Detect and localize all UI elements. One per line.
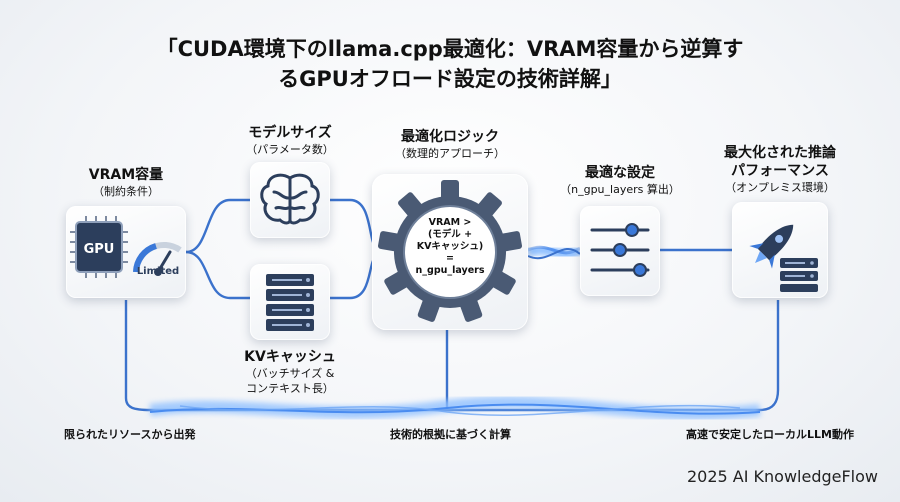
model-size-label: モデルサイズ （パラメータ数） — [230, 124, 350, 157]
caption-right: 高速で安定したローカルLLM動作 — [686, 428, 854, 441]
performance-title-2: パフォーマンス — [731, 163, 829, 179]
logic-label: 最適化ロジック （数理的アプローチ） — [370, 128, 530, 161]
rocket-icon — [749, 224, 818, 292]
title-line-1: 「CUDA環境下のllama.cpp最適化：VRAM容量から逆算す — [156, 37, 744, 61]
energy-beam — [526, 244, 583, 260]
vram-title: VRAM容量 — [88, 167, 164, 183]
formula-line-4: = — [446, 253, 454, 264]
settings-label: 最適な設定 （n_gpu_layers 算出） — [560, 164, 680, 197]
sliders-icon — [590, 223, 650, 277]
settings-card — [580, 206, 660, 296]
speed-gauge-icon — [133, 241, 182, 276]
logic-formula: VRAM > (モデル + KVキャッシュ) = n_gpu_layers — [409, 217, 491, 277]
kv-cache-label: KVキャッシュ （バッチサイズ & コンテキスト長） — [230, 348, 350, 396]
settings-subtitle: （n_gpu_layers 算出） — [560, 183, 680, 196]
model-size-card — [250, 162, 330, 238]
performance-card — [732, 202, 828, 298]
caption-center: 技術的根拠に基づく計算 — [390, 428, 511, 441]
logic-subtitle: （数理的アプローチ） — [395, 147, 505, 160]
model-size-subtitle: （パラメータ数） — [246, 143, 334, 156]
formula-line-5: n_gpu_layers — [415, 265, 485, 276]
formula-line-3: KVキャッシュ) — [416, 241, 484, 252]
performance-label: 最大化された推論 パフォーマンス （オンプレミス環境） — [710, 144, 850, 195]
footer-credit: 2025 AI KnowledgeFlow — [686, 467, 878, 486]
formula-line-2: (モデル + — [427, 229, 473, 240]
kv-cache-card — [250, 264, 330, 340]
kv-cache-title: KVキャッシュ — [244, 349, 336, 365]
performance-title-1: 最大化された推論 — [724, 145, 836, 161]
gauge-label: Limited — [136, 266, 180, 277]
caption-left: 限られたリソースから出発 — [64, 428, 196, 441]
vram-card: GPU Limited — [66, 206, 186, 298]
page-title: 「CUDA環境下のllama.cpp最適化：VRAM容量から逆算す るGPUオフ… — [0, 34, 900, 94]
logic-card — [372, 174, 528, 330]
formula-line-1: VRAM > — [428, 217, 472, 228]
model-size-title: モデルサイズ — [248, 125, 332, 141]
kv-cache-subtitle-1: （バッチサイズ & — [245, 367, 335, 380]
brain-icon — [260, 173, 320, 225]
server-stack-icon — [780, 258, 818, 292]
gear-icon — [378, 180, 522, 322]
logic-title: 最適化ロジック — [401, 129, 499, 145]
kv-cache-subtitle-2: コンテキスト長） — [246, 382, 334, 395]
performance-subtitle: （オンプレミス環境） — [725, 181, 835, 194]
title-line-2: るGPUオフロード設定の技術詳解」 — [278, 67, 622, 91]
settings-title: 最適な設定 — [585, 165, 655, 181]
server-rack-icon — [266, 274, 314, 331]
gpu-chip-label: GPU — [83, 242, 115, 257]
vram-label: VRAM容量 （制約条件） — [66, 166, 186, 199]
gpu-chip-icon — [70, 216, 182, 278]
bottom-glow-wave — [149, 396, 761, 420]
vram-subtitle: （制約条件） — [93, 185, 159, 198]
